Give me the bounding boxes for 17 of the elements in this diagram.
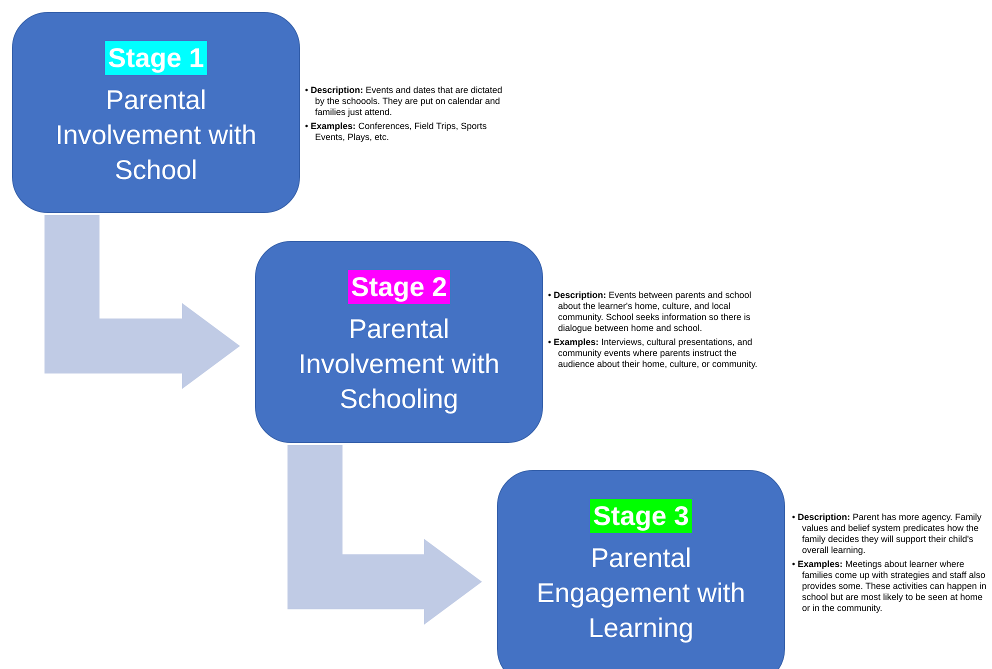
- bullet-text: • Examples: Interviews, cultural presentations, and community events where parents instruct the audience about their home, culture, or community.: [548, 337, 758, 370]
- bullet-text: • Description: Events between parents and school about the learner's home, culture, and local community. School seeks information so there is dialogue between home and school.: [548, 290, 752, 334]
- bent-arrow: [288, 445, 482, 625]
- bent-arrow: [44, 215, 240, 390]
- stage-box: [12, 12, 300, 213]
- stage-title: Parental Engagement with Learning: [536, 542, 746, 646]
- stage-label: Stage 2: [348, 270, 450, 304]
- stage-box: [255, 241, 543, 443]
- bullet-text: • Examples: Meetings about learner where families come up with strategies and staff also provides some. These activities can happen in school but are most likely to be seen at home or in the community.: [792, 559, 988, 614]
- bullet-text: • Description: Events and dates that are dictated by the schoools. They are put on calendar and families just attend.: [305, 85, 504, 118]
- stage-title: Parental Involvement with School: [54, 84, 258, 188]
- stage-label: Stage 3: [590, 499, 692, 534]
- bullet-text: • Examples: Conferences, Field Trips, Sports Events, Plays, etc.: [305, 121, 488, 143]
- bullet-text: • Description: Parent has more agency. Family values and belief system predicates how the family decides they will support their child's overall learning.: [792, 512, 983, 556]
- stage-box: [497, 470, 785, 669]
- stage-label: Stage 1: [104, 41, 208, 76]
- stage-title: Parental Involvement with Schooling: [297, 313, 501, 416]
